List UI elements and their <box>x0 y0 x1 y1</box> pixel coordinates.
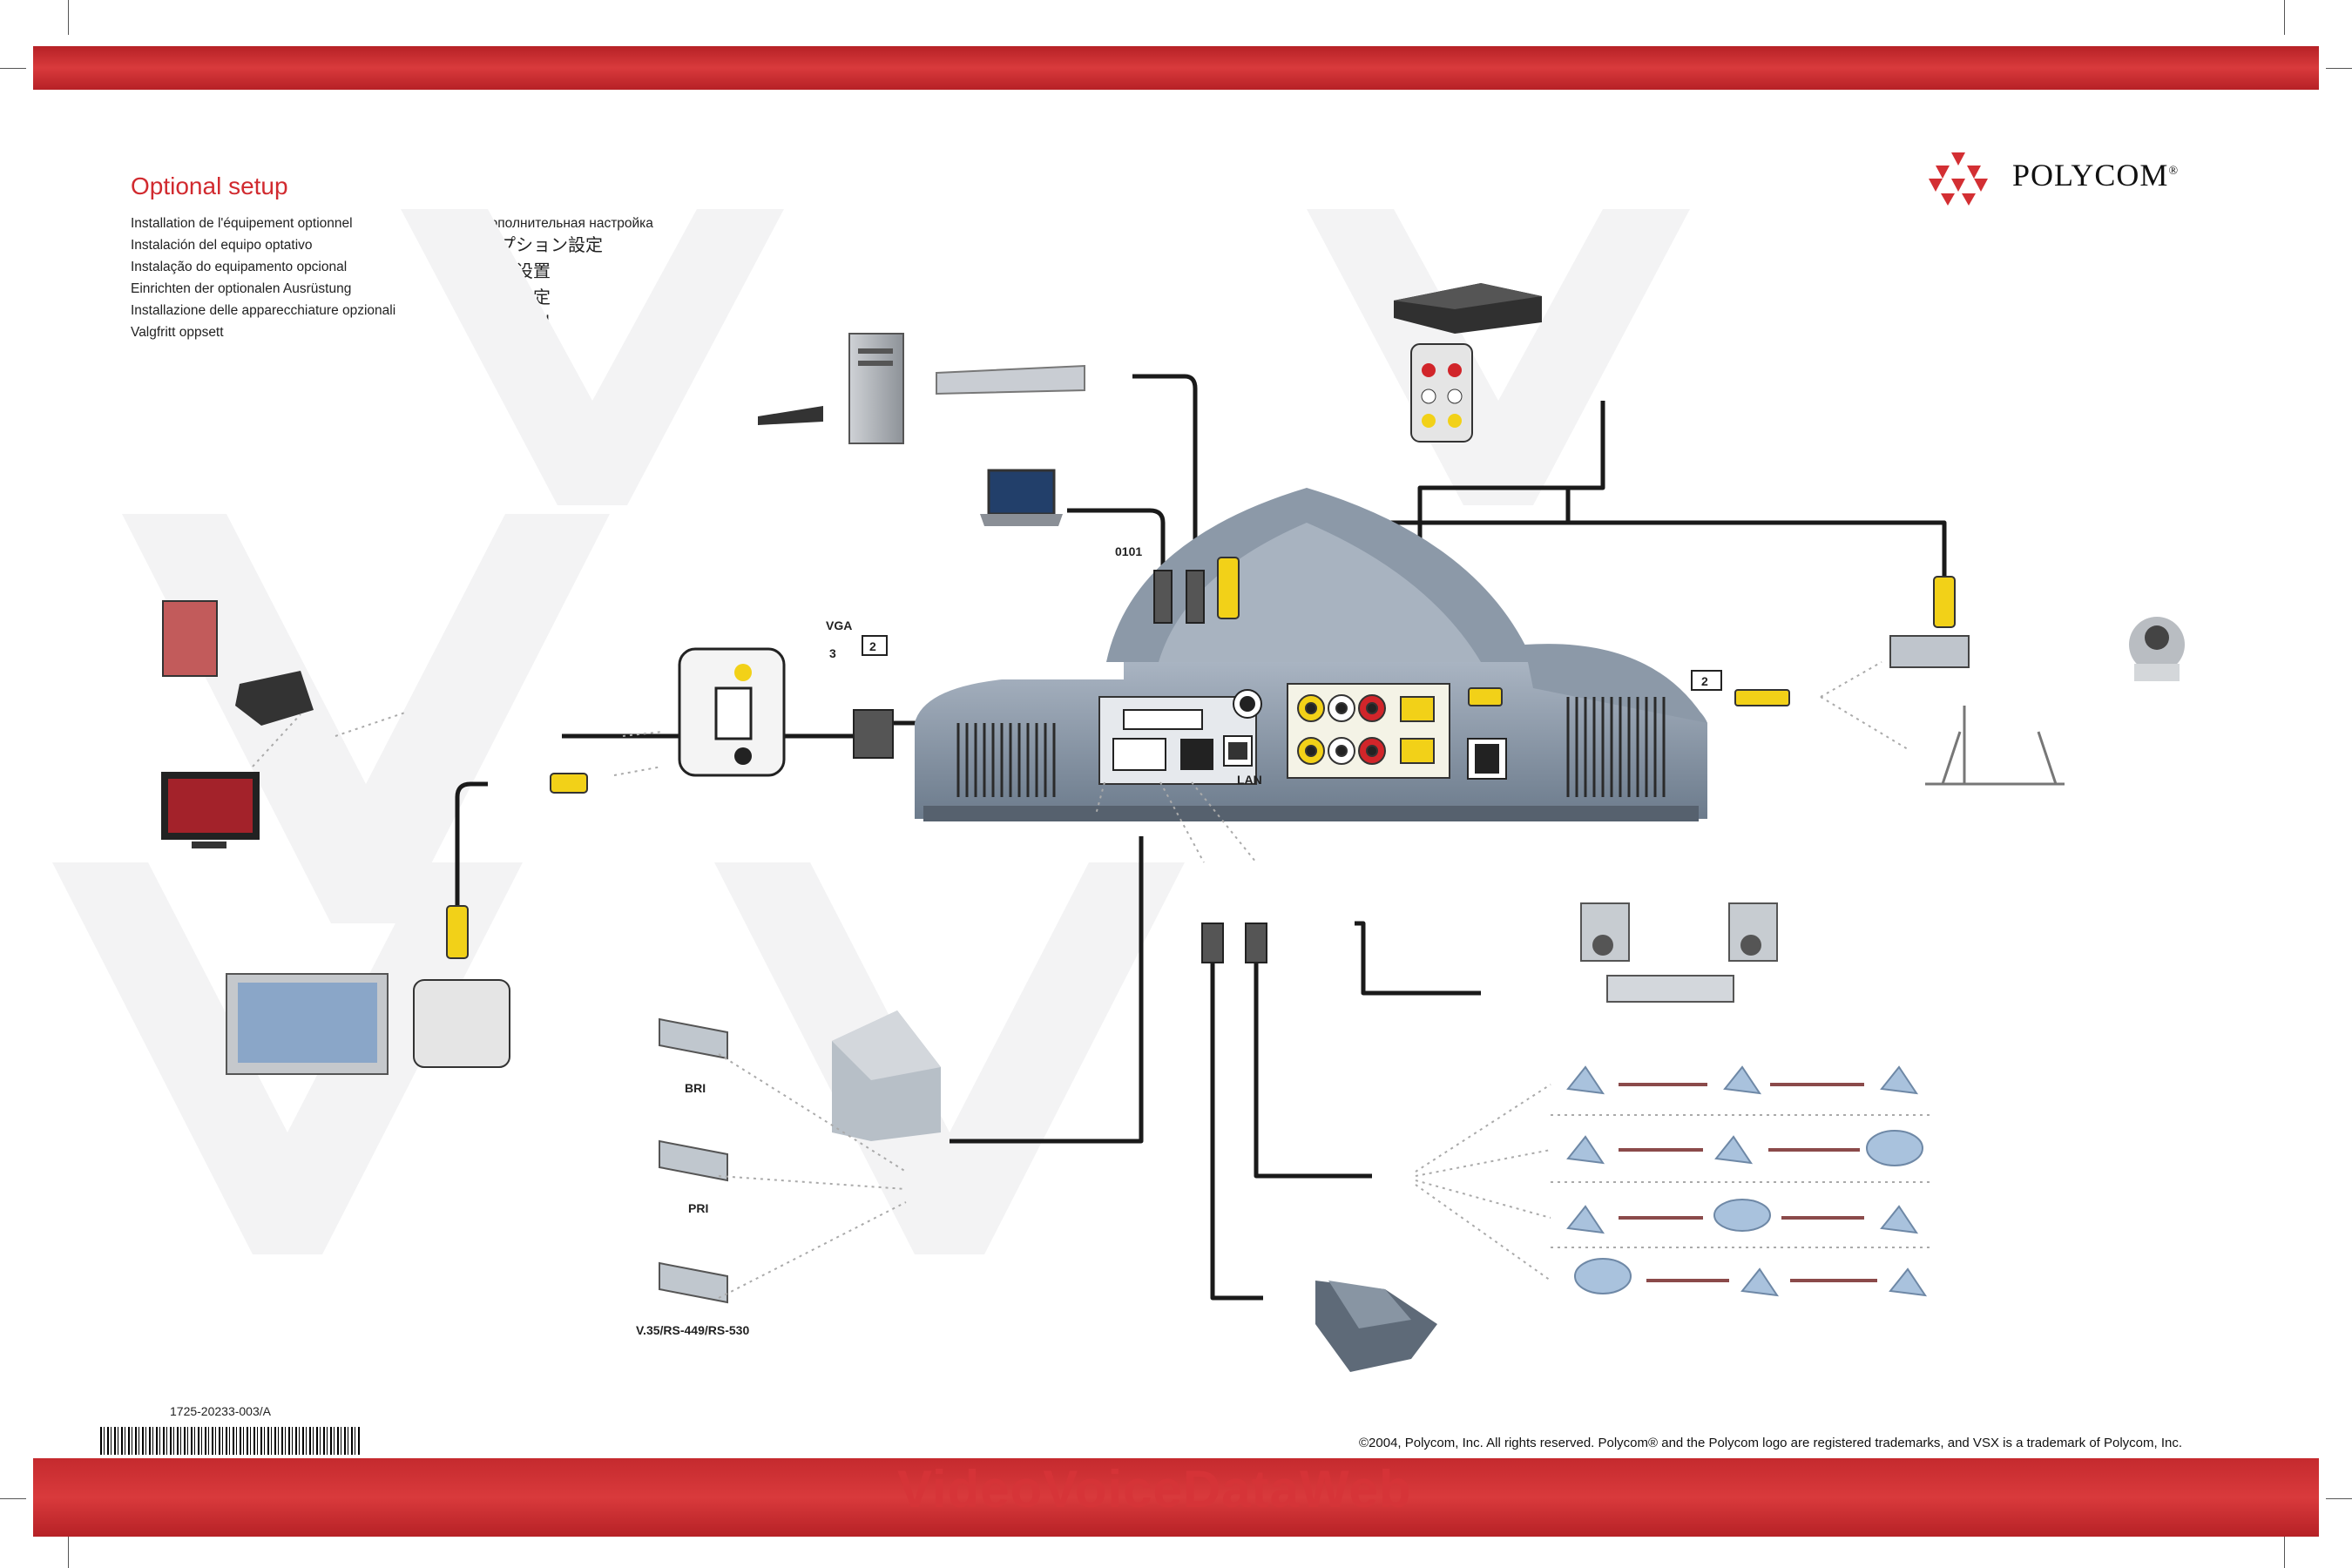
dotted-guides <box>252 661 1930 1299</box>
vga-connector-closeup <box>678 647 786 777</box>
background-chevrons <box>52 209 1690 1254</box>
copyright-notice: ©2004, Polycom, Inc. All rights reserved… <box>1359 1436 2183 1450</box>
network-interface-module <box>832 1010 941 1141</box>
monitor <box>161 772 260 848</box>
translation-es: Instalación del equipo optativo <box>131 238 313 253</box>
bri-label: BRI <box>685 1081 706 1095</box>
yellow-rca-connectors <box>446 557 1956 959</box>
tagline-watermark: VideoVoiceDataWeb <box>897 1460 1412 1518</box>
ptz-camera <box>1889 617 2185 681</box>
camera-2-icon <box>862 635 888 656</box>
page-title: Optional setup <box>131 172 288 199</box>
television <box>226 973 510 1075</box>
soundstation-conference-phone <box>1315 1281 1437 1372</box>
speakers-and-amplifier <box>1580 902 1778 1003</box>
vcr-dvd-player <box>1394 283 1542 443</box>
vsx-main-unit <box>915 488 1707 821</box>
bottom-red-band <box>33 1458 2319 1537</box>
part-number: 1725-20233-003/A <box>170 1404 271 1418</box>
barcode <box>100 1427 362 1455</box>
laptop <box>980 469 1063 526</box>
translations-left: Installation de l'équipement optionnel I… <box>131 213 395 343</box>
camera-2-label: 2 <box>869 639 876 653</box>
projector-and-screen <box>162 600 314 726</box>
vga-number-label: 3 <box>829 646 836 660</box>
camera-2-label-right: 2 <box>1701 674 1708 688</box>
v35-label: V.35/RS-449/RS-530 <box>636 1323 749 1337</box>
translation-fr: Installation de l'équipement optionnel <box>131 216 353 231</box>
logo-word: POLYCOM <box>2012 158 2169 193</box>
black-plugs <box>853 570 1267 963</box>
mic-pod-cables <box>1619 1083 1877 1282</box>
microphone-pods <box>1566 1065 1928 1297</box>
polycom-logo-icon <box>1929 152 1988 206</box>
translation-no: Valgfritt oppsett <box>131 325 224 340</box>
pc-tower <box>758 333 904 444</box>
translation-de: Einrichten der optionalen Ausrüstung <box>131 281 352 296</box>
logo-registered-mark: ® <box>2168 165 2180 178</box>
lan-port-label: LAN <box>1237 773 1262 787</box>
serial-port-label: 0101 <box>1115 544 1142 558</box>
vga-label: VGA <box>826 618 852 632</box>
camera-2-icon-right <box>1691 670 1722 691</box>
top-red-band <box>33 46 2319 90</box>
translation-it: Installazione delle apparecchiature opzi… <box>131 303 396 318</box>
network-modules <box>659 1017 728 1304</box>
polycom-logo-text: POLYCOM® <box>2012 157 2179 193</box>
translations-right: Дополнительная настройка <box>481 213 653 234</box>
ceiling-mic-array <box>1925 706 2065 786</box>
translation-ru: Дополнительная настройка <box>481 216 653 231</box>
translation-pt: Instalação do equipamento opcional <box>131 260 348 274</box>
modem <box>936 364 1085 395</box>
pri-label: PRI <box>688 1201 708 1215</box>
